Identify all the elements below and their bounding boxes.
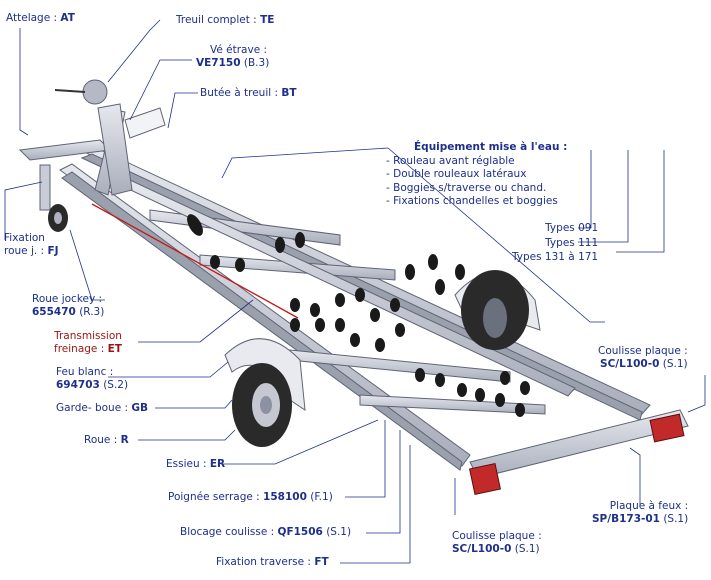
label-fixation-roue: Fixation roue j. : FJ (4, 232, 59, 257)
types-item: Types 131 à 171 (512, 251, 599, 263)
rollers (187, 214, 530, 417)
equipment-item: - Rouleau avant réglable (386, 154, 515, 167)
equipment-item: - Fixations chandelles et boggies (386, 195, 558, 207)
trailer-frame (18, 109, 651, 471)
label-transmission: Transmission freinage : ET (54, 330, 122, 355)
equipment-item: - Double rouleaux latéraux (386, 168, 527, 180)
types-item: Types 091 (545, 222, 599, 234)
label-coulisse-droite: Coulisse plaque : SC/L100-0 (S.1) (598, 345, 688, 370)
rear-light-left (468, 462, 502, 496)
types-item: Types 111 (545, 236, 599, 249)
label-ve-etrave: Vé étrave : VE7150 (B.3) (196, 44, 270, 69)
label-coulisse-bas: Coulisse plaque : SC/L100-0 (S.1) (452, 530, 542, 555)
brake-cable (91, 203, 299, 319)
mudguard-near (224, 338, 306, 412)
light-board (468, 409, 689, 496)
label-feu-blanc: Feu blanc : 694703 (S.2) (56, 366, 129, 391)
types-list: Types 091 Types 111 Types 131 à 171 (512, 221, 598, 265)
label-butee: Butée à treuil : BT (200, 87, 297, 99)
jockey-wheel (39, 164, 68, 232)
label-fixation-traverse: Fixation traverse : FT (216, 556, 329, 568)
equipment-title: Équipement mise à l'eau : (414, 141, 568, 153)
equipment-list: Équipement mise à l'eau : - Rouleau avan… (386, 141, 567, 209)
label-essieu: Essieu : ER (166, 458, 226, 470)
winch-drum (82, 79, 108, 105)
cross-member (359, 394, 546, 415)
label-attelage: Attelage : AT (6, 12, 75, 24)
bow-stop (124, 107, 166, 139)
leader-lines (4, 19, 706, 564)
label-treuil: Treuil complet : TE (176, 14, 275, 26)
label-plaque-feux: Plaque à feux : SP/B173-01 (S.1) (592, 500, 689, 525)
rear-light-right (649, 413, 685, 443)
label-garde-boue: Garde- boue : GB (56, 402, 149, 414)
winch-post (54, 79, 166, 196)
label-poignee: Poignée serrage : 158100 (F.1) (168, 491, 333, 503)
far-wheel (454, 270, 541, 350)
near-wheel (224, 338, 306, 447)
label-roue: Roue : R (84, 434, 129, 446)
equipment-item: - Boggies s/traverse ou chand. (386, 181, 547, 194)
label-blocage: Blocage coulisse : QF1506 (S.1) (180, 526, 352, 538)
label-roue-jockey: Roue jockey : 655470 (R.3) (32, 293, 105, 318)
